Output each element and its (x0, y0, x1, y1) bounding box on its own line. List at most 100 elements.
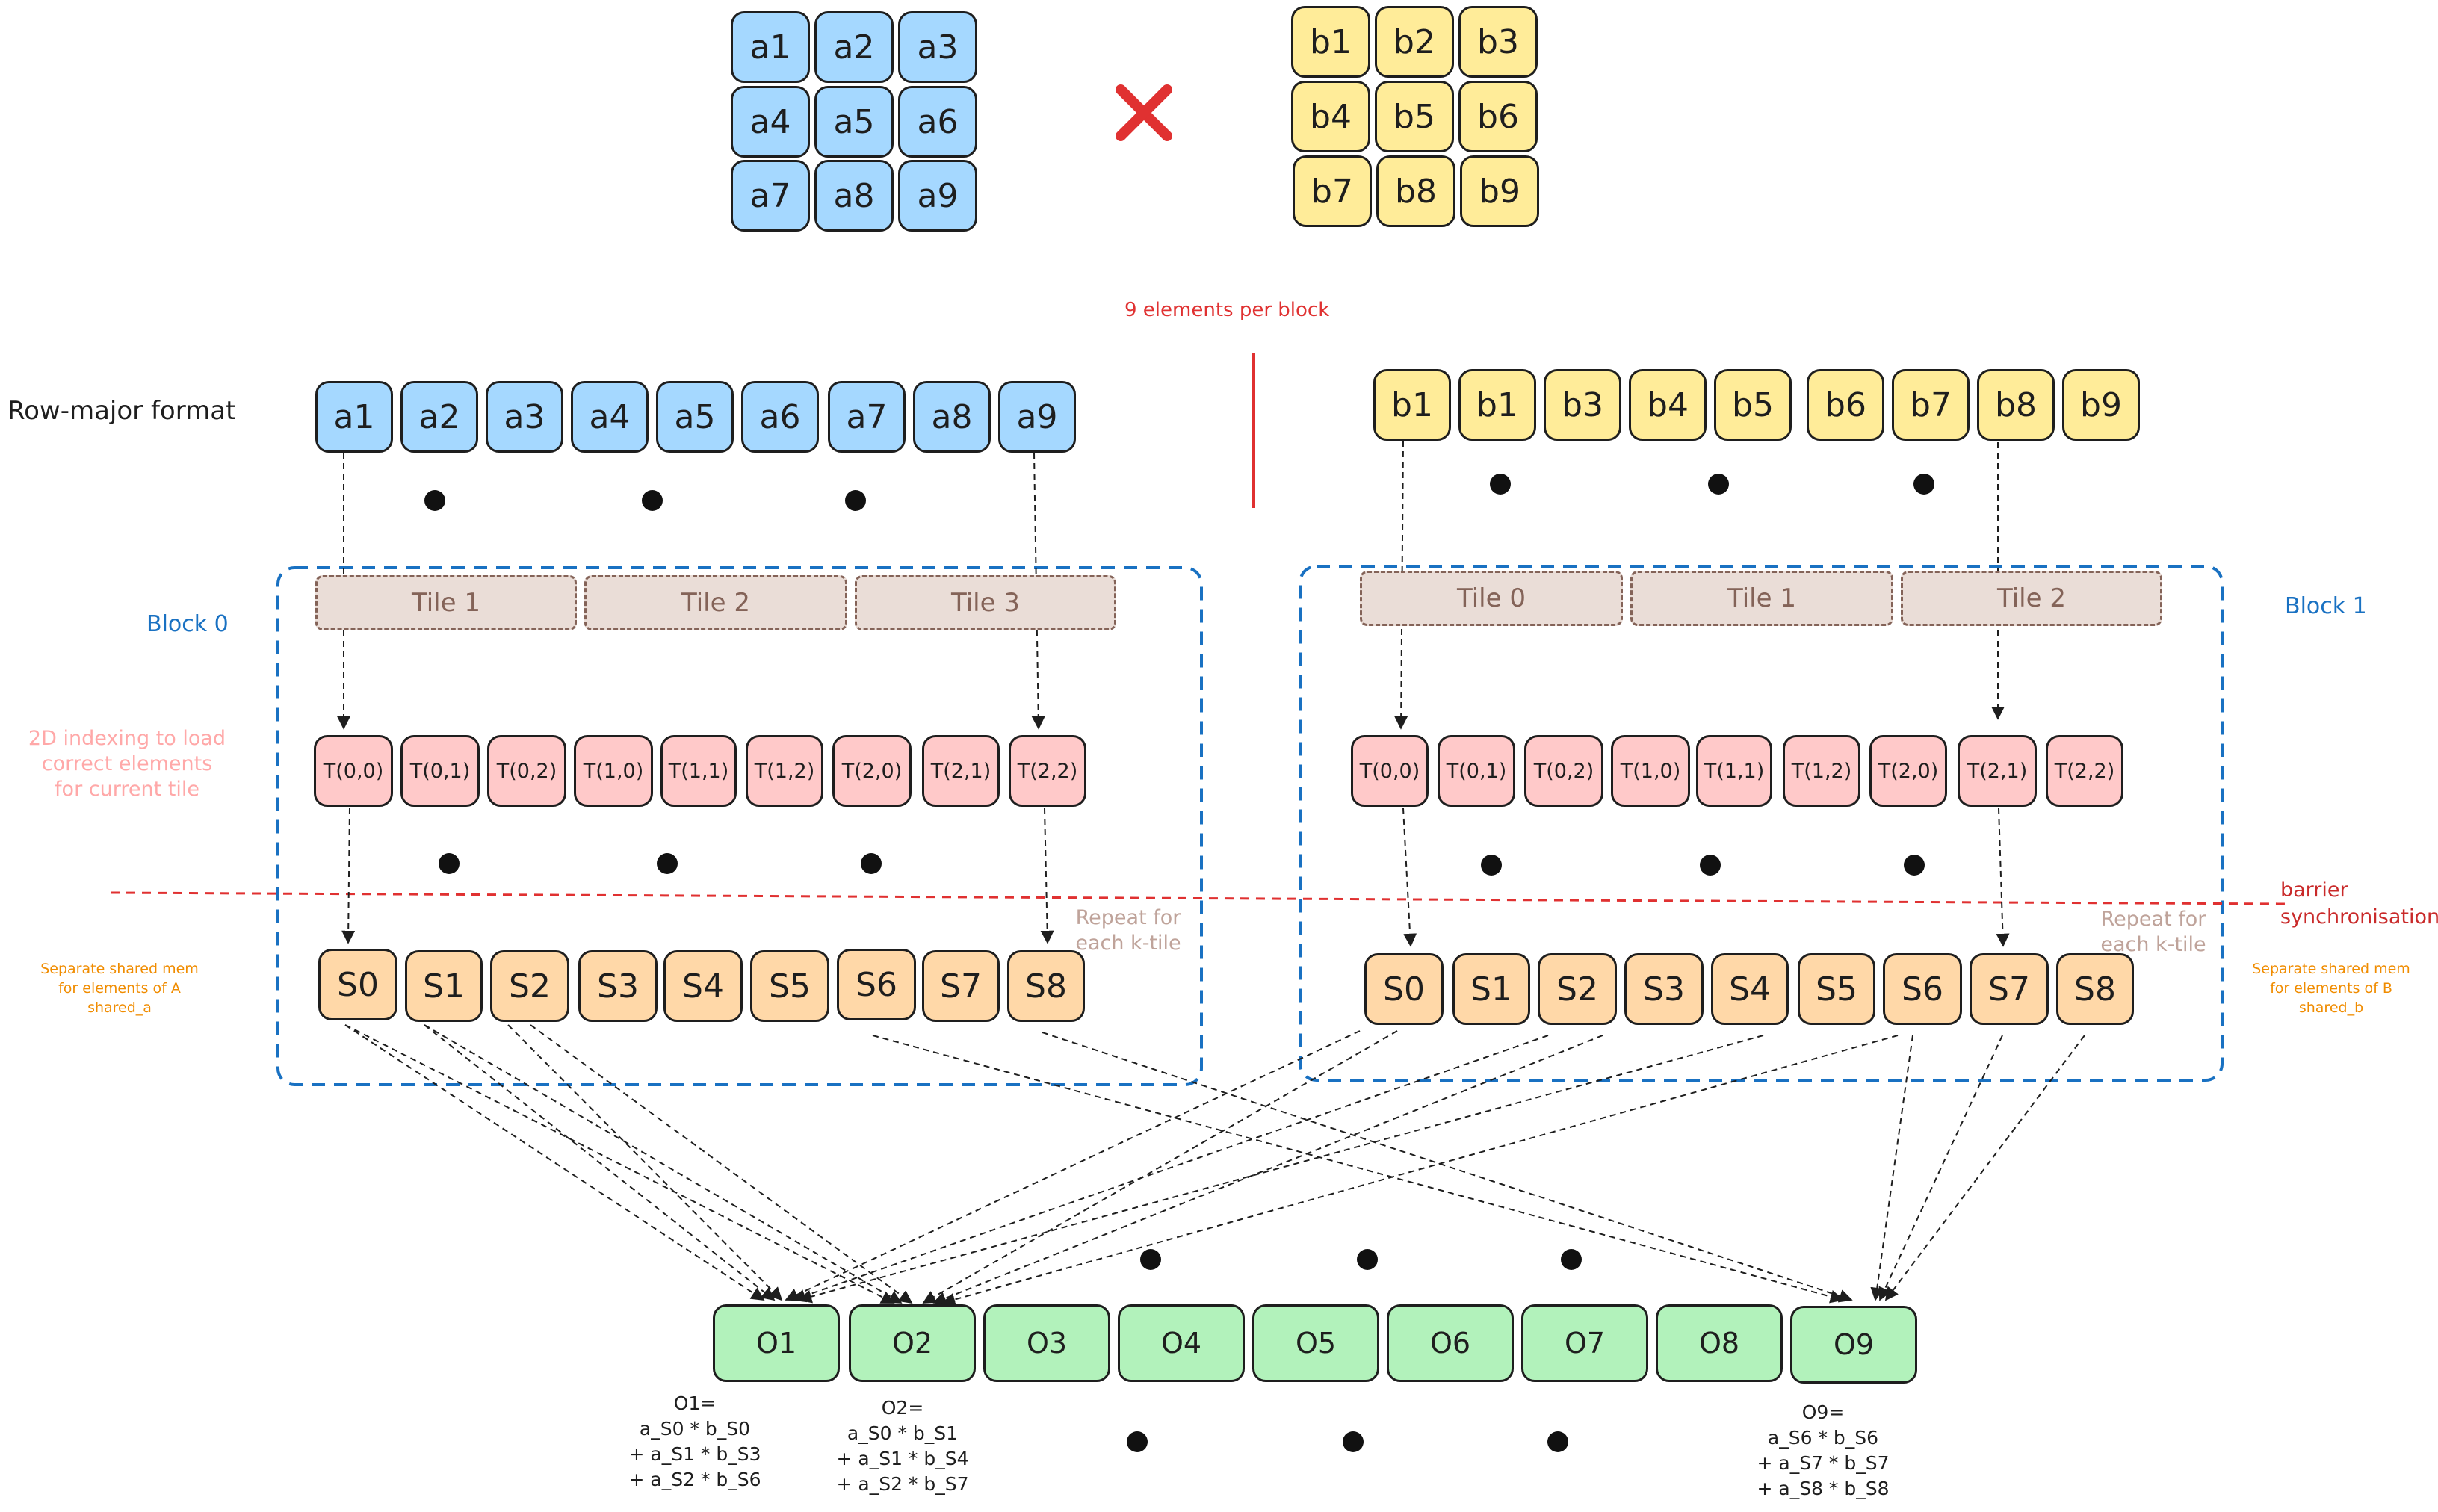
matrix-a-cell: a4 (731, 86, 810, 158)
shared-cell: S5 (1798, 953, 1875, 1025)
row-a-cell: a4 (571, 381, 649, 453)
output-cell: O5 (1252, 1304, 1379, 1382)
shared-cell: S6 (837, 949, 916, 1020)
formula-o2: O2= a_S0 * b_S1 + a_S1 * b_S4 + a_S2 * b… (836, 1397, 969, 1495)
thread-cell: T(0,2) (1524, 735, 1603, 807)
matrix-b-cell: b8 (1376, 155, 1455, 227)
matrix-a-cell: a2 (814, 11, 894, 83)
block1-tile: Tile 2 (1901, 571, 2162, 626)
shared-cell: S8 (2056, 953, 2134, 1025)
matrix-a-cell: a7 (731, 160, 810, 232)
shared-cell: S0 (318, 949, 397, 1020)
thread-cell: T(2,1) (922, 735, 1000, 807)
matrix-b-cell: b6 (1458, 81, 1538, 152)
output-cell: O1 (713, 1304, 840, 1382)
output-cell: O4 (1118, 1304, 1245, 1382)
row-b-cell: b9 (2062, 369, 2140, 441)
indexing-note: 2D indexing to load correct elements for… (28, 727, 226, 801)
row-b-cell: b8 (1977, 369, 2055, 441)
thread-cell: T(0,1) (1438, 735, 1515, 807)
shared-cell: S4 (1711, 953, 1789, 1025)
output-cell: O2 (849, 1304, 976, 1382)
shared-cell: S3 (1624, 953, 1704, 1025)
row-a-cell: a2 (400, 381, 478, 453)
row-a-cell: a1 (315, 381, 393, 453)
block0-tile: Tile 1 (315, 575, 577, 630)
block1-container (1299, 565, 2224, 1082)
block0-container (276, 566, 1203, 1086)
matrix-b-cell: b1 (1291, 6, 1370, 78)
block0-repeat-note: Repeat for each k-tile (1075, 906, 1181, 955)
matrix-b-cell: b2 (1375, 6, 1454, 78)
thread-cell: T(2,2) (1009, 735, 1086, 807)
thread-cell: T(1,1) (1696, 735, 1772, 807)
output-cell: O8 (1656, 1304, 1783, 1382)
load-arrows (337, 440, 2010, 947)
matrix-a-cell: a3 (898, 11, 977, 83)
shared-cell: S3 (578, 950, 658, 1022)
output-cell: O9 (1790, 1306, 1917, 1384)
barrier-line (110, 891, 2287, 905)
row-b-cell: b7 (1892, 369, 1970, 441)
shared-b-note: Separate shared mem for elements of B sh… (2252, 961, 2410, 1016)
matrix-a-cell: a5 (814, 86, 894, 158)
shared-cell: S0 (1364, 953, 1444, 1025)
row-a-cell: a6 (741, 381, 819, 453)
shared-cell: S1 (405, 950, 483, 1022)
elements-per-block-label: 9 elements per block (1124, 299, 1330, 321)
block1-repeat-note: Repeat for each k-tile (2100, 908, 2206, 956)
row-b-cell: b1 (1458, 369, 1536, 441)
thread-cell: T(1,0) (574, 735, 653, 807)
row-b-cell: b5 (1714, 369, 1792, 441)
output-cell: O3 (983, 1304, 1110, 1382)
block0-tile: Tile 2 (584, 575, 847, 630)
shared-cell: S1 (1452, 953, 1530, 1025)
formula-o9: O9= a_S6 * b_S6 + a_S7 * b_S7 + a_S8 * b… (1757, 1401, 1890, 1499)
row-a-cell: a9 (998, 381, 1076, 453)
output-cell: O6 (1387, 1304, 1514, 1382)
thread-cell: T(0,2) (487, 735, 566, 807)
thread-cell: T(1,2) (746, 735, 823, 807)
shared-cell: S6 (1883, 953, 1962, 1025)
row-b-cell: b6 (1807, 369, 1884, 441)
thread-cell: T(1,0) (1611, 735, 1690, 807)
shared-cell: S7 (922, 950, 1000, 1022)
block0-label: Block 0 (146, 611, 229, 637)
thread-cell: T(0,1) (400, 735, 480, 807)
thread-cell: T(1,2) (1783, 735, 1860, 807)
multiply-icon (1116, 84, 1172, 141)
thread-cell: T(2,2) (2046, 735, 2123, 807)
thread-cell: T(2,0) (1869, 735, 1947, 807)
compute-arrows (344, 1024, 2085, 1307)
row-a-cell: a8 (913, 381, 991, 453)
output-cell: O7 (1521, 1304, 1648, 1382)
row-a-cell: a3 (486, 381, 563, 453)
row-b-cell: b4 (1629, 369, 1707, 441)
thread-cell: T(0,0) (1351, 735, 1429, 807)
row-b-cell: b1 (1373, 369, 1451, 441)
thread-cell: T(2,0) (832, 735, 912, 807)
shared-cell: S5 (750, 950, 829, 1022)
row-a-cell: a5 (656, 381, 734, 453)
thread-cell: T(2,1) (1958, 735, 2037, 807)
matrix-a-cell: a1 (731, 11, 810, 83)
shared-cell: S7 (1970, 953, 2049, 1025)
thread-cell: T(1,1) (660, 735, 737, 807)
matrix-b-cell: b7 (1293, 155, 1372, 227)
row-major-label: Row-major format (7, 396, 236, 426)
block1-label: Block 1 (2285, 593, 2367, 619)
shared-cell: S8 (1007, 950, 1085, 1022)
block0-tile: Tile 3 (855, 575, 1116, 630)
matrix-b-cell: b5 (1375, 81, 1454, 152)
block1-tile: Tile 1 (1630, 571, 1893, 626)
row-b-cell: b3 (1544, 369, 1621, 441)
matrix-a-cell: a9 (898, 160, 977, 232)
thread-cell: T(0,0) (314, 735, 393, 807)
formula-o1: O1= a_S0 * b_S0 + a_S1 * b_S3 + a_S2 * b… (628, 1392, 761, 1490)
matrix-a-cell: a8 (814, 160, 894, 232)
row-a-cell: a7 (828, 381, 906, 453)
matrix-b-cell: b3 (1458, 6, 1538, 78)
ellipsis-dots (424, 474, 1934, 1452)
block1-tile: Tile 0 (1360, 571, 1623, 626)
